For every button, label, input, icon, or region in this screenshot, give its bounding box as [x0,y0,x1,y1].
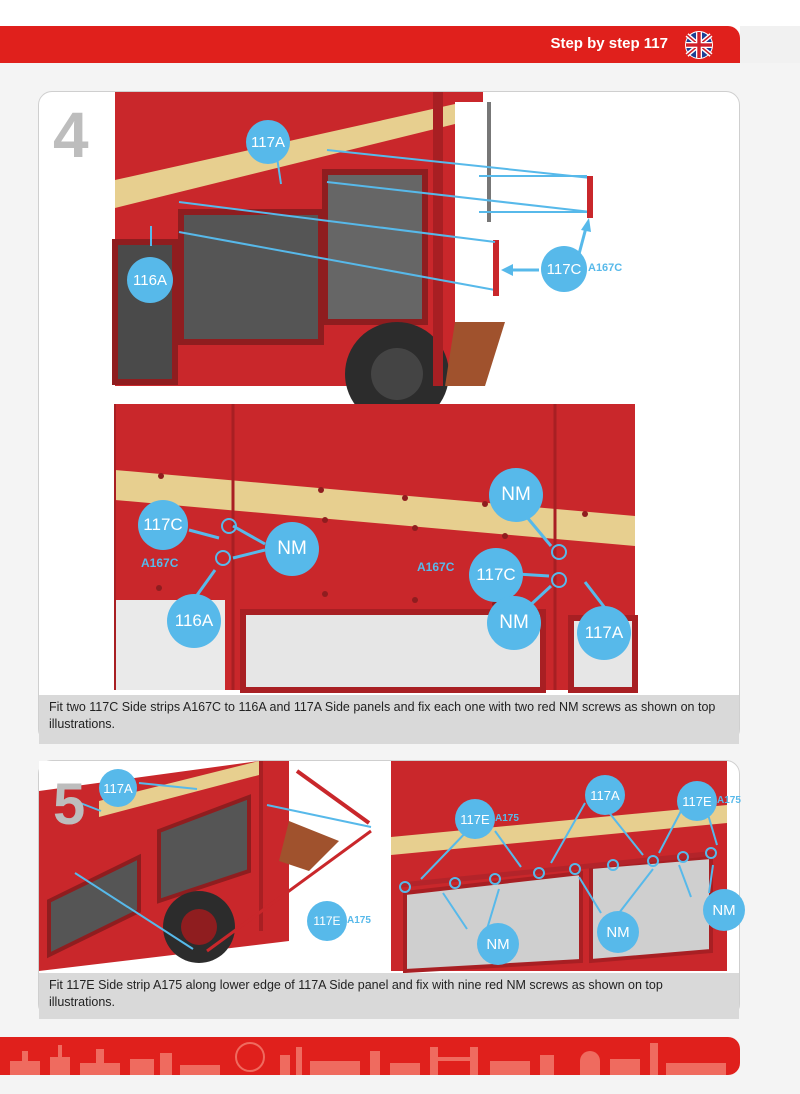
callout-nm-bottom-right: NM [487,596,541,650]
step-5-caption: Fit 117E Side strip A175 along lower edg… [39,973,739,1019]
callout-nm-right: NM [703,889,745,931]
callout-117e-right: 117E [677,781,717,821]
callout-117e: 117E [307,901,347,941]
callout-117c: 117C [541,246,587,292]
step-4-top-illustration: 117A 116A [112,92,593,426]
part-code-a175-right: A175 [717,795,741,806]
callout-117a: 117A [577,606,631,660]
part-code-a167c-left: A167C [141,556,179,570]
bus-side-strip-view [391,761,727,974]
step-4-bottom-illustration: 117C A167C NM 116A A167C NM 117C NM 117A [114,404,638,693]
step-5-right-illustration: 117A 117E A175 117E A175 NM NM NM [391,761,745,974]
header-grey-tab [740,26,800,63]
header-bar: Step by step 117 [0,26,740,63]
side-strips-exploded [479,175,593,296]
callout-nm-left: NM [477,923,519,965]
step-5-left-illustration: 5 117A 117E A175 [39,761,381,971]
step-4-panel: 4 [38,91,740,744]
uk-flag-icon [685,31,713,59]
callout-116a: 116A [167,594,221,648]
part-code-a175-left: A175 [495,813,519,824]
callout-nm-top-right: NM [489,468,543,522]
page-title: Step by step 117 [550,35,668,52]
step-5-panel: 5 117A 117E A175 [38,760,745,1019]
step-4-caption: Fit two 117C Side strips A167C to 116A a… [39,695,739,744]
footer-bar [0,1037,740,1075]
step-number: 5 [53,772,86,837]
bus-side-top-view [112,92,593,426]
callout-117c-right: 117C [469,548,523,602]
london-skyline-icon [10,1042,726,1075]
step-number: 4 [53,99,89,171]
callout-117a: 117A [585,775,625,815]
callout-117a: 117A [246,120,290,164]
callout-nm-left: NM [265,522,319,576]
part-code-a175: A175 [347,915,371,926]
callout-117e-left: 117E [455,799,495,839]
part-code-a167c: A167C [588,262,623,274]
callout-116a: 116A [127,257,173,303]
callout-nm-middle: NM [597,911,639,953]
callout-117a: 117A [99,769,137,807]
callout-117c-left: 117C [138,500,188,550]
part-code-a167c-right: A167C [417,560,455,574]
